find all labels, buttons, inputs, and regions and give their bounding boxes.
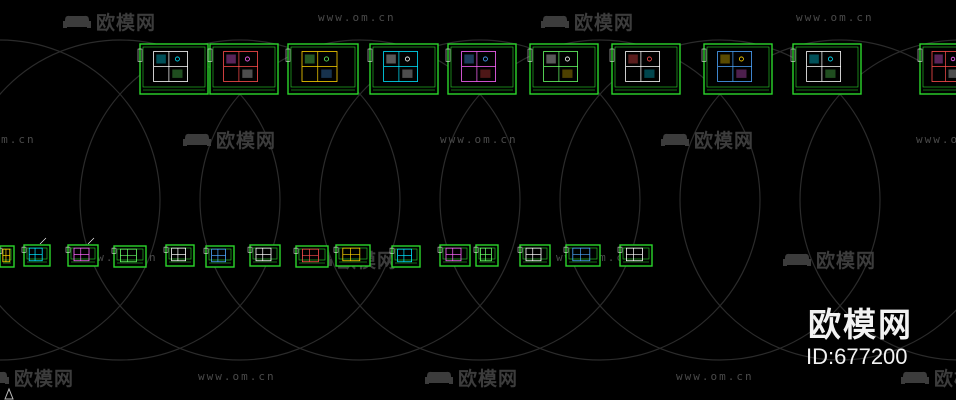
brand-title: 欧模网 [808, 305, 913, 344]
watermark-logo: 欧模网 [62, 8, 156, 35]
leader-line [39, 237, 47, 245]
ucs-icon [4, 387, 14, 400]
sofa-icon [540, 13, 570, 31]
sofa-icon [0, 369, 10, 387]
detail-sheet[interactable] [247, 244, 281, 267]
sofa-icon [182, 131, 212, 149]
leader-line [87, 237, 95, 245]
watermark-url: www.om.cn [676, 370, 754, 383]
watermark-logo: 欧模网 [424, 364, 518, 391]
brand-id: ID:677200 [806, 344, 908, 369]
sofa-icon [782, 251, 812, 269]
plan-sheet[interactable] [137, 43, 209, 95]
sofa-icon [303, 251, 333, 269]
watermark-logo: 欧模网 [182, 126, 276, 153]
sofa-icon [900, 369, 930, 387]
plan-sheet[interactable] [917, 43, 956, 95]
watermark-logo: 欧模网 [540, 8, 634, 35]
watermark-logo: 欧模网 [303, 246, 397, 273]
detail-sheet[interactable] [203, 245, 235, 268]
sofa-icon [62, 13, 92, 31]
plan-sheet[interactable] [207, 43, 279, 95]
watermark-logo: 欧模网 [0, 364, 74, 391]
detail-sheet[interactable] [163, 244, 195, 267]
plan-sheet[interactable] [367, 43, 439, 95]
watermark-url: www.om.cn [318, 11, 396, 24]
plan-sheet[interactable] [790, 43, 862, 95]
watermark-url: www.om.cn [796, 11, 874, 24]
sofa-icon [660, 131, 690, 149]
watermark-logo: 欧模网 [782, 246, 876, 273]
watermark-logo: 欧模网 [900, 364, 956, 391]
detail-sheet[interactable] [473, 244, 499, 267]
watermark-url: www.om.cn [80, 251, 158, 264]
detail-sheet[interactable] [437, 244, 471, 267]
watermark-url: www.om.cn [198, 370, 276, 383]
watermark-url: www.om.cn [0, 133, 36, 146]
detail-sheet[interactable] [0, 245, 15, 268]
watermark-url: www.om.cn [916, 133, 956, 146]
plan-sheet[interactable] [527, 43, 599, 95]
plan-sheet[interactable] [285, 43, 359, 95]
detail-sheet[interactable] [21, 244, 51, 267]
watermark-logo: 欧模网 [660, 126, 754, 153]
watermark-url: www.om.cn [440, 133, 518, 146]
detail-sheet[interactable] [517, 244, 551, 267]
sofa-icon [424, 369, 454, 387]
plan-sheet[interactable] [445, 43, 517, 95]
watermark-url: www.om.cn [556, 251, 634, 264]
plan-sheet[interactable] [609, 43, 681, 95]
plan-sheet[interactable] [701, 43, 773, 95]
